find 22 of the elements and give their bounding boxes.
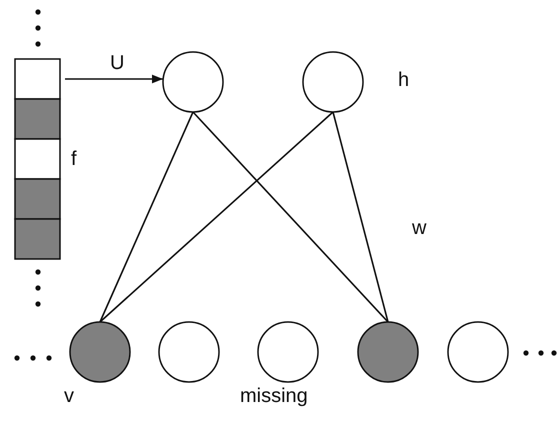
unit-circle: [257, 321, 319, 383]
vector-cell: [14, 138, 61, 180]
unit-circle: [162, 51, 224, 113]
connection-line: [332, 112, 389, 322]
label: h: [398, 70, 410, 90]
observed-unit-circle: [357, 321, 419, 383]
connection-line: [99, 111, 334, 323]
connection-line: [99, 112, 194, 322]
label: f: [71, 149, 77, 169]
connection-line: [192, 111, 389, 323]
vector-cell: [14, 178, 61, 220]
unit-circle: [447, 321, 509, 383]
observed-unit-circle: [69, 321, 131, 383]
vector-cell: [14, 58, 61, 100]
unit-circle: [302, 51, 364, 113]
label: w: [412, 218, 426, 238]
vector-cell: [14, 218, 61, 260]
arrow: [65, 74, 163, 84]
unit-circle: [158, 321, 220, 383]
label: v: [64, 386, 74, 406]
vector-cell: [14, 98, 61, 140]
label: missing: [240, 386, 308, 406]
